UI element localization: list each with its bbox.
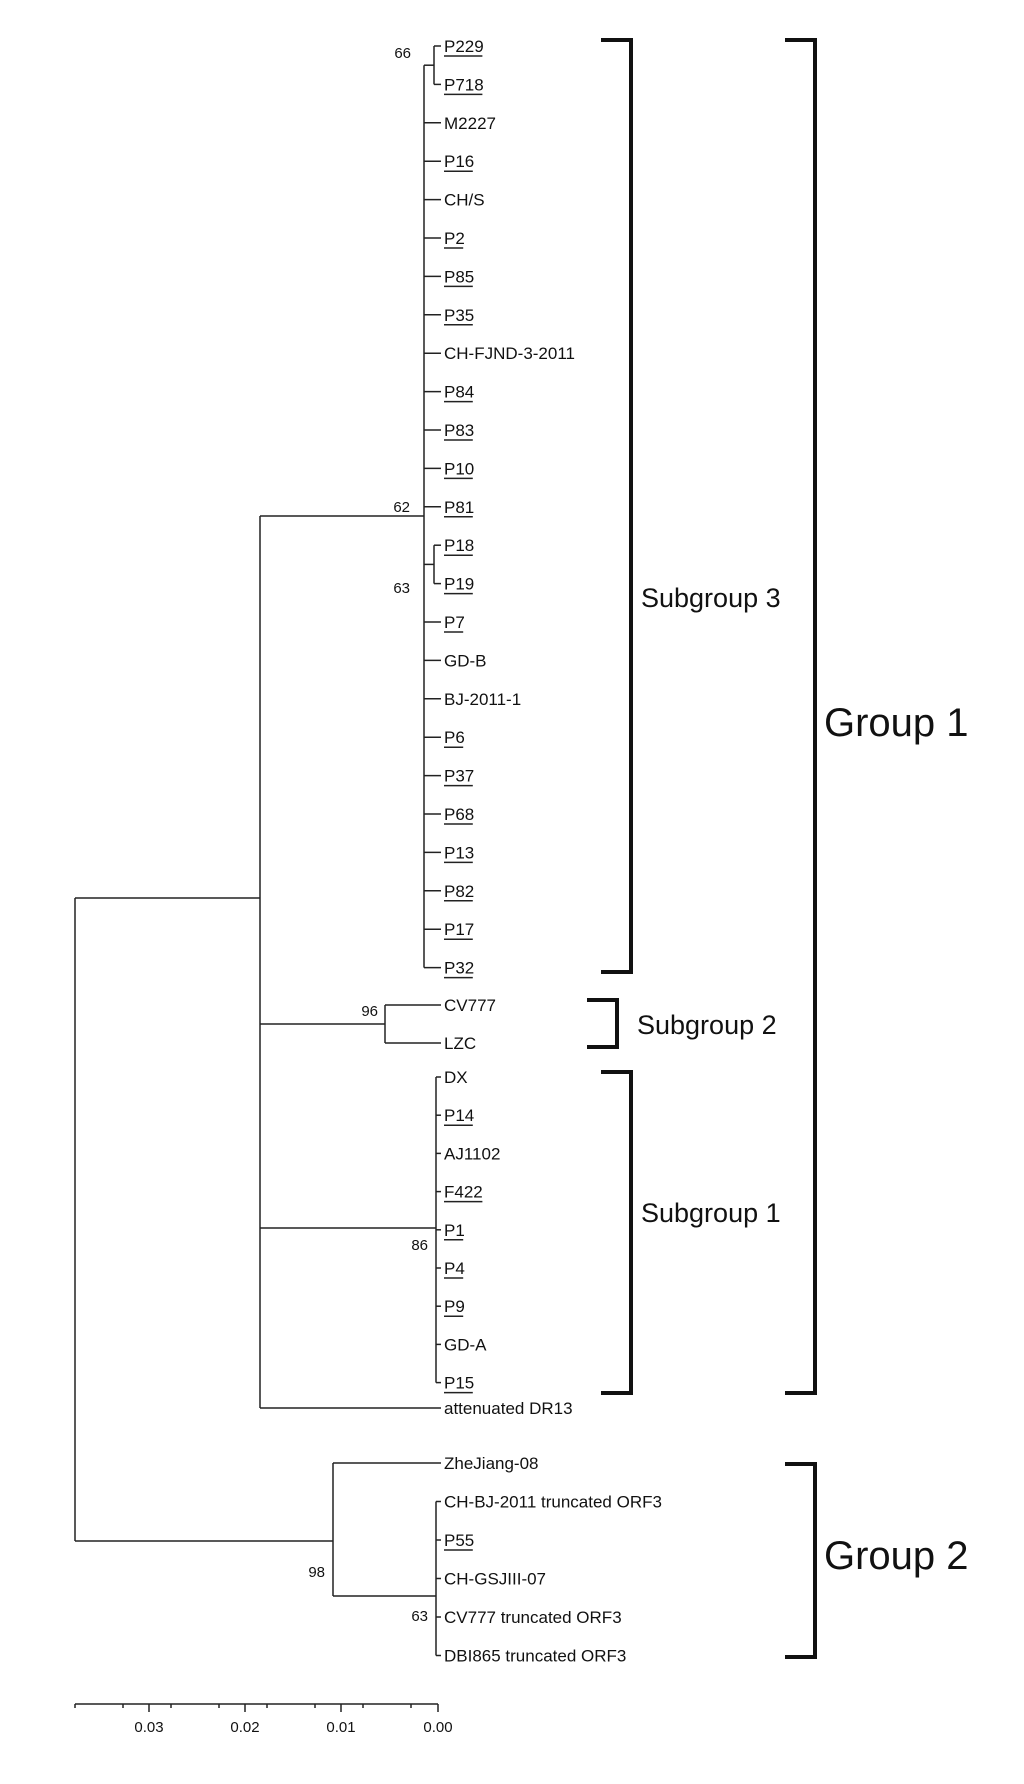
- bootstrap-value: 98: [308, 1564, 325, 1581]
- leaf-label: P19: [444, 575, 474, 594]
- leaf-label: ZheJiang-08: [444, 1454, 539, 1473]
- leaf-label: CV777: [444, 996, 496, 1015]
- leaf-label: P15: [444, 1374, 474, 1393]
- subgroup2-label: Subgroup 2: [637, 1010, 777, 1040]
- subgroup3-bracket: [601, 38, 633, 974]
- leaf-label: P32: [444, 959, 474, 978]
- leaf-label: P6: [444, 728, 465, 747]
- bootstrap-value: 63: [393, 580, 410, 597]
- leaf-label: P14: [444, 1106, 474, 1125]
- leaf-label: P85: [444, 267, 474, 286]
- group1-label: Group 1: [824, 701, 969, 745]
- leaf-label: P35: [444, 306, 474, 325]
- leaf-label: P1: [444, 1221, 465, 1240]
- leaf-label: LZC: [444, 1034, 476, 1053]
- bootstrap-value: 86: [411, 1237, 428, 1254]
- leaf-label: P10: [444, 459, 474, 478]
- leaf-label: P16: [444, 152, 474, 171]
- leaf-label: M2227: [444, 114, 496, 133]
- leaf-label: P68: [444, 805, 474, 824]
- leaf-label: CH-BJ-2011 truncated ORF3: [444, 1493, 662, 1512]
- leaf-label: P55: [444, 1531, 474, 1550]
- scale-tick-label: 0.00: [423, 1719, 452, 1736]
- leaf-label: P18: [444, 536, 474, 555]
- leaf-label: P17: [444, 920, 474, 939]
- bootstrap-value: 62: [393, 499, 410, 516]
- leaf-label: P2: [444, 229, 465, 248]
- leaf-label: P718: [444, 75, 484, 94]
- subgroup3-label: Subgroup 3: [641, 583, 781, 613]
- leaf-label: P82: [444, 882, 474, 901]
- leaf-label: P9: [444, 1297, 465, 1316]
- subgroup1-label: Subgroup 1: [641, 1198, 781, 1228]
- leaf-label: CH-GSJIII-07: [444, 1570, 546, 1589]
- subgroup1-bracket: [601, 1070, 633, 1395]
- scale-tick-label: 0.02: [230, 1719, 259, 1736]
- leaf-label: GD-B: [444, 651, 487, 670]
- leaf-label: P7: [444, 613, 465, 632]
- leaf-label: P81: [444, 498, 474, 517]
- leaf-label: GD-A: [444, 1335, 487, 1354]
- leaf-label: P84: [444, 383, 474, 402]
- leaf-label: P229: [444, 37, 484, 56]
- leaf-label: attenuated DR13: [444, 1399, 573, 1418]
- leaf-label: CH-FJND-3-2011: [444, 344, 575, 363]
- leaf-label: P83: [444, 421, 474, 440]
- leaf-label: CV777 truncated ORF3: [444, 1608, 622, 1627]
- group2-label: Group 2: [824, 1534, 969, 1578]
- bootstrap-value: 66: [394, 45, 411, 62]
- group2-bracket: [785, 1462, 817, 1659]
- scale-tick-label: 0.01: [326, 1719, 355, 1736]
- scale-tick-label: 0.03: [134, 1719, 163, 1736]
- subgroup2-bracket: [587, 998, 619, 1049]
- leaf-label: BJ-2011-1: [444, 690, 521, 709]
- leaf-label: CH/S: [444, 191, 485, 210]
- bootstrap-value: 63: [411, 1608, 428, 1625]
- leaf-label: P4: [444, 1259, 465, 1278]
- leaf-label: P37: [444, 767, 474, 786]
- leaf-label: DBI865 truncated ORF3: [444, 1647, 626, 1666]
- leaf-label: AJ1102: [444, 1144, 500, 1163]
- bootstrap-value: 96: [361, 1003, 378, 1020]
- group1-bracket: [785, 38, 817, 1395]
- leaf-label: DX: [444, 1068, 468, 1087]
- leaf-label: P13: [444, 843, 474, 862]
- leaf-label: F422: [444, 1183, 483, 1202]
